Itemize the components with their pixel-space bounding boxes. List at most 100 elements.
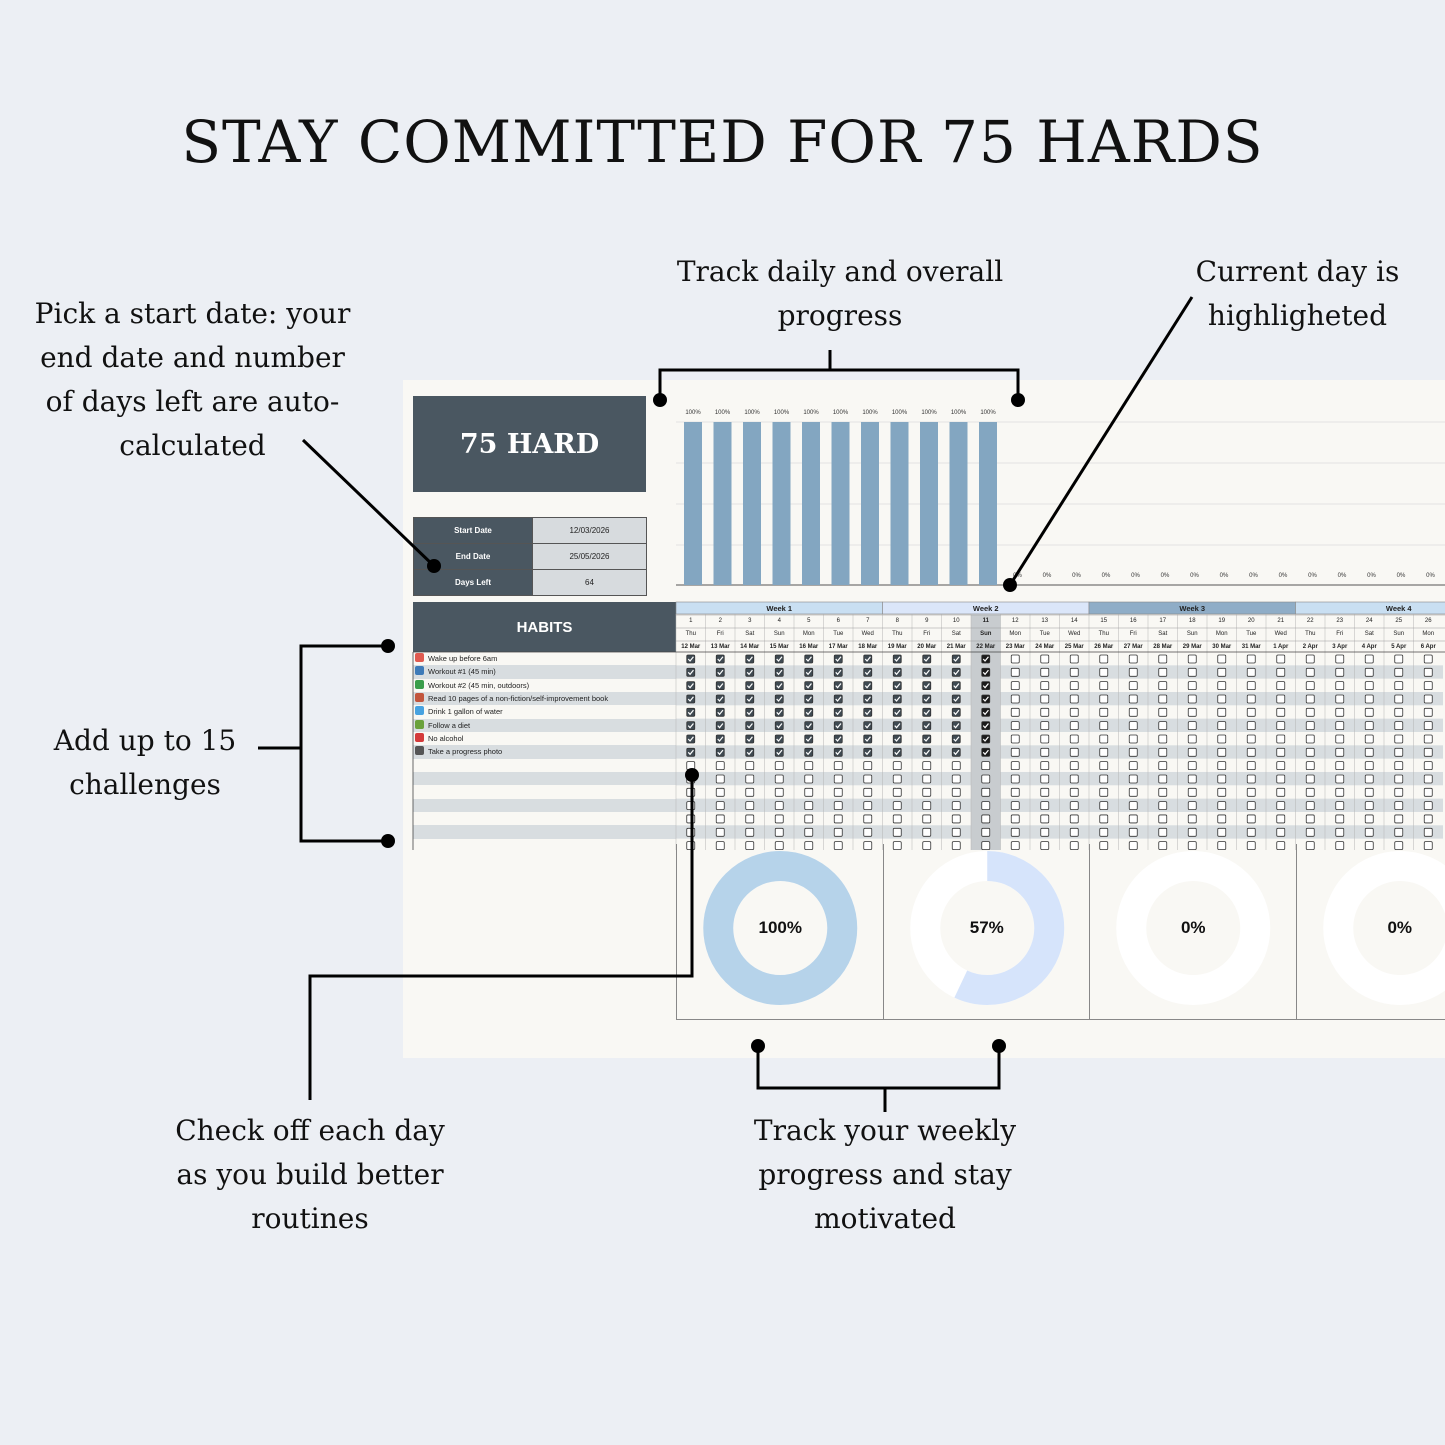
day-checkbox[interactable] bbox=[686, 721, 696, 731]
day-checkbox[interactable] bbox=[1246, 667, 1256, 677]
day-checkbox[interactable] bbox=[1217, 787, 1227, 797]
day-checkbox[interactable] bbox=[1246, 814, 1256, 824]
day-checkbox[interactable] bbox=[833, 747, 843, 757]
day-checkbox[interactable] bbox=[774, 734, 784, 744]
day-checkbox[interactable] bbox=[1187, 747, 1197, 757]
day-checkbox[interactable] bbox=[922, 694, 932, 704]
day-checkbox[interactable] bbox=[1394, 694, 1404, 704]
day-checkbox[interactable] bbox=[892, 667, 902, 677]
day-checkbox[interactable] bbox=[1423, 667, 1433, 677]
day-checkbox[interactable] bbox=[1423, 707, 1433, 717]
day-checkbox[interactable] bbox=[1099, 814, 1109, 824]
day-checkbox[interactable] bbox=[981, 694, 991, 704]
day-checkbox[interactable] bbox=[1128, 747, 1138, 757]
day-checkbox[interactable] bbox=[1099, 734, 1109, 744]
day-checkbox[interactable] bbox=[1187, 841, 1197, 850]
day-checkbox[interactable] bbox=[686, 761, 696, 771]
day-checkbox[interactable] bbox=[1305, 747, 1315, 757]
day-checkbox[interactable] bbox=[1010, 721, 1020, 731]
day-checkbox[interactable] bbox=[922, 827, 932, 837]
day-checkbox[interactable] bbox=[1040, 827, 1050, 837]
day-checkbox[interactable] bbox=[686, 734, 696, 744]
day-checkbox[interactable] bbox=[1305, 787, 1315, 797]
day-checkbox[interactable] bbox=[774, 761, 784, 771]
day-checkbox[interactable] bbox=[1010, 654, 1020, 664]
day-checkbox[interactable] bbox=[1276, 681, 1286, 691]
day-checkbox[interactable] bbox=[745, 694, 755, 704]
day-checkbox[interactable] bbox=[922, 814, 932, 824]
day-checkbox[interactable] bbox=[774, 827, 784, 837]
day-checkbox[interactable] bbox=[922, 734, 932, 744]
day-checkbox[interactable] bbox=[774, 654, 784, 664]
day-checkbox[interactable] bbox=[833, 734, 843, 744]
day-checkbox[interactable] bbox=[922, 667, 932, 677]
day-checkbox[interactable] bbox=[1069, 707, 1079, 717]
day-checkbox[interactable] bbox=[951, 654, 961, 664]
day-checkbox[interactable] bbox=[715, 681, 725, 691]
day-checkbox[interactable] bbox=[686, 747, 696, 757]
day-checkbox[interactable] bbox=[1394, 721, 1404, 731]
day-checkbox[interactable] bbox=[1128, 654, 1138, 664]
day-checkbox[interactable] bbox=[863, 707, 873, 717]
day-checkbox[interactable] bbox=[1276, 667, 1286, 677]
day-checkbox[interactable] bbox=[1305, 841, 1315, 850]
day-checkbox[interactable] bbox=[1158, 667, 1168, 677]
day-checkbox[interactable] bbox=[1423, 841, 1433, 850]
day-checkbox[interactable] bbox=[892, 707, 902, 717]
day-checkbox[interactable] bbox=[774, 667, 784, 677]
day-checkbox[interactable] bbox=[1364, 694, 1374, 704]
day-checkbox[interactable] bbox=[1217, 721, 1227, 731]
day-checkbox[interactable] bbox=[951, 694, 961, 704]
day-checkbox[interactable] bbox=[1158, 707, 1168, 717]
day-checkbox[interactable] bbox=[804, 801, 814, 811]
day-checkbox[interactable] bbox=[1010, 761, 1020, 771]
day-checkbox[interactable] bbox=[1217, 801, 1227, 811]
day-checkbox[interactable] bbox=[981, 787, 991, 797]
day-checkbox[interactable] bbox=[1040, 761, 1050, 771]
day-checkbox[interactable] bbox=[1158, 694, 1168, 704]
day-checkbox[interactable] bbox=[1394, 707, 1404, 717]
day-checkbox[interactable] bbox=[1335, 814, 1345, 824]
day-checkbox[interactable] bbox=[1246, 734, 1256, 744]
day-checkbox[interactable] bbox=[715, 667, 725, 677]
day-checkbox[interactable] bbox=[1276, 761, 1286, 771]
day-checkbox[interactable] bbox=[863, 787, 873, 797]
day-checkbox[interactable] bbox=[833, 774, 843, 784]
day-checkbox[interactable] bbox=[715, 734, 725, 744]
day-checkbox[interactable] bbox=[951, 774, 961, 784]
day-checkbox[interactable] bbox=[715, 827, 725, 837]
day-checkbox[interactable] bbox=[1364, 814, 1374, 824]
day-checkbox[interactable] bbox=[1187, 707, 1197, 717]
day-checkbox[interactable] bbox=[1217, 681, 1227, 691]
day-checkbox[interactable] bbox=[833, 721, 843, 731]
day-checkbox[interactable] bbox=[686, 681, 696, 691]
day-checkbox[interactable] bbox=[804, 814, 814, 824]
day-checkbox[interactable] bbox=[951, 814, 961, 824]
day-checkbox[interactable] bbox=[892, 681, 902, 691]
day-checkbox[interactable] bbox=[715, 761, 725, 771]
day-checkbox[interactable] bbox=[981, 654, 991, 664]
day-checkbox[interactable] bbox=[1423, 801, 1433, 811]
day-checkbox[interactable] bbox=[1010, 734, 1020, 744]
day-checkbox[interactable] bbox=[922, 787, 932, 797]
day-checkbox[interactable] bbox=[1394, 787, 1404, 797]
day-checkbox[interactable] bbox=[1276, 787, 1286, 797]
day-checkbox[interactable] bbox=[1364, 681, 1374, 691]
day-checkbox[interactable] bbox=[774, 707, 784, 717]
day-checkbox[interactable] bbox=[981, 734, 991, 744]
day-checkbox[interactable] bbox=[1394, 667, 1404, 677]
day-checkbox[interactable] bbox=[774, 787, 784, 797]
day-checkbox[interactable] bbox=[981, 774, 991, 784]
day-checkbox[interactable] bbox=[1040, 814, 1050, 824]
day-checkbox[interactable] bbox=[1276, 654, 1286, 664]
day-checkbox[interactable] bbox=[1423, 814, 1433, 824]
day-checkbox[interactable] bbox=[1276, 721, 1286, 731]
day-checkbox[interactable] bbox=[981, 667, 991, 677]
habit-row[interactable]: Take a progress photo bbox=[413, 745, 676, 759]
day-checkbox[interactable] bbox=[1305, 734, 1315, 744]
day-checkbox[interactable] bbox=[951, 747, 961, 757]
day-checkbox[interactable] bbox=[1423, 747, 1433, 757]
day-checkbox[interactable] bbox=[1305, 654, 1315, 664]
day-checkbox[interactable] bbox=[1010, 801, 1020, 811]
day-checkbox[interactable] bbox=[951, 721, 961, 731]
